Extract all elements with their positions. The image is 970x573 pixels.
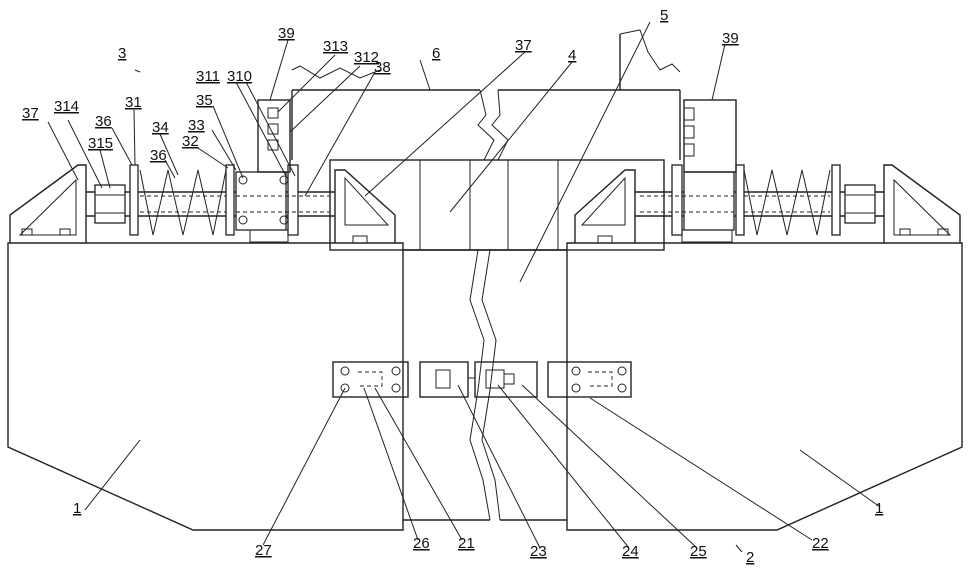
left-hull [8,243,403,530]
label-310: 310 [227,68,252,85]
label-36-lower: 36 [150,147,167,164]
label-36-top: 36 [95,113,112,130]
label-27: 27 [255,542,272,559]
label-35: 35 [196,92,213,109]
label-314: 314 [54,98,79,115]
label-31: 31 [125,94,142,111]
left-spring-assembly [86,100,335,242]
right-bracket [884,165,960,243]
leader-lines [48,22,880,552]
label-32: 32 [182,133,199,150]
label-39-left: 39 [278,25,295,42]
label-22: 22 [812,535,829,552]
inner-bracket-right [575,170,635,243]
label-311: 311 [196,68,220,85]
label-37-center: 37 [515,37,532,54]
label-34: 34 [152,119,169,136]
label-1-right: 1 [875,500,883,517]
label-4: 4 [568,47,576,64]
label-21: 21 [458,535,475,552]
label-33: 33 [188,117,205,134]
label-2: 2 [746,549,754,566]
label-6: 6 [432,45,440,62]
label-315: 315 [88,135,113,152]
label-313: 313 [323,38,348,55]
connector-center [420,362,537,397]
label-3: 3 [118,45,126,62]
connector-left-plate [333,362,408,397]
label-5: 5 [660,7,668,24]
inner-bracket-left [335,170,395,243]
label-38: 38 [374,59,391,76]
reference-labels: 3 37 314 31 36 315 34 36 33 32 35 311 31… [22,7,883,566]
right-spring-assembly [635,100,884,242]
right-hull [567,243,962,530]
label-25: 25 [690,543,707,560]
label-1-left: 1 [73,500,81,517]
top-block-6 [292,30,680,160]
connector-right-plate [548,362,631,397]
middle-beam-4 [330,160,664,250]
label-39-right: 39 [722,30,739,47]
label-37-left: 37 [22,105,39,122]
label-23: 23 [530,543,547,560]
label-26: 26 [413,535,430,552]
left-bracket [10,165,86,243]
label-24: 24 [622,543,639,560]
